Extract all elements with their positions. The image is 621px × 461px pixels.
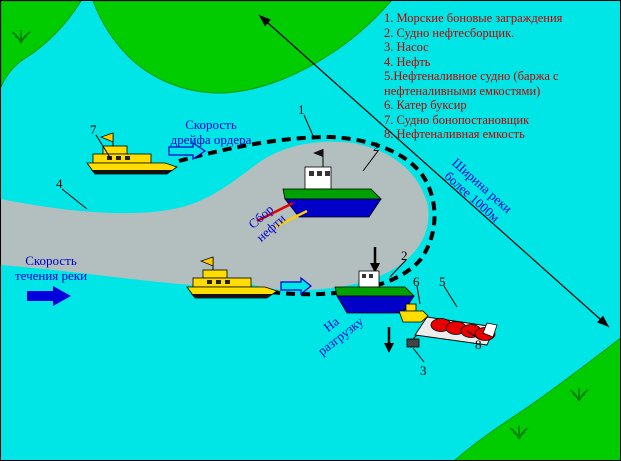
- river-current-label: Скорость течения реки: [5, 253, 97, 284]
- legend-item-3: 3. Насос: [384, 40, 429, 54]
- callout-line-3: [412, 347, 425, 363]
- callout-2: 2: [373, 139, 380, 154]
- callout-2b: 2: [401, 248, 408, 263]
- pump: [406, 334, 420, 348]
- shore-top-left: [1, 1, 82, 88]
- oil-barge: [384, 303, 498, 353]
- callout-4: 4: [56, 176, 63, 191]
- callout-line-8: [466, 330, 480, 340]
- callout-lines: [61, 114, 480, 363]
- tug-boat: [398, 303, 429, 323]
- drift-arrow-icon: [168, 141, 207, 161]
- oil-collector-ship: [256, 149, 382, 229]
- callout-line-6: [416, 285, 421, 305]
- callout-5: 5: [439, 274, 446, 289]
- callout-line-1: [303, 114, 315, 139]
- legend-item-5: 5.Нефтеналивное судно (баржа с нефтенали…: [384, 69, 559, 98]
- drift-speed-line1: Скорость: [185, 117, 237, 132]
- skimmer-boom-yellow: [274, 209, 308, 229]
- callout-line-5: [443, 285, 458, 308]
- river-current-line1: Скорость: [25, 253, 77, 268]
- legend-item-2: 2. Судно нефтесборщик.: [384, 25, 515, 40]
- callout-line-2: [362, 150, 379, 172]
- callout-3: 3: [420, 363, 427, 378]
- skimmer-boom-red: [256, 201, 294, 223]
- callout-7: 7: [90, 122, 97, 137]
- callout-6: 6: [413, 274, 420, 289]
- tow-arrow-icon: [280, 276, 312, 296]
- shore-bottom-right: [454, 337, 620, 460]
- drift-speed-label: Скорость дрейфа ордера: [161, 117, 261, 148]
- legend-item-6: 6. Катер буксир: [384, 98, 467, 112]
- callout-line-2b: [389, 259, 407, 278]
- legend: 1. Морские боновые заграждения 2. Судно …: [384, 11, 616, 142]
- down-arrow-icon: [384, 327, 394, 353]
- oil-collector-ship-2: [334, 247, 415, 314]
- barge-cabin: [482, 322, 498, 338]
- callout-1: 1: [298, 102, 305, 117]
- legend-item-8: 8. Нефтеналивная емкость: [384, 127, 525, 141]
- legend-item-7: 7. Судно бонопостановщик: [384, 112, 530, 127]
- callout-line-4: [61, 188, 88, 210]
- river-width-line: [258, 14, 610, 328]
- legend-item-4: 4. Нефть: [384, 54, 431, 69]
- drift-speed-line2: дрейфа ордера: [170, 132, 252, 148]
- callout-line-7: [95, 134, 112, 160]
- legend-item-1: 1. Морские боновые заграждения: [384, 11, 563, 25]
- down-arrow-icon: [370, 263, 380, 273]
- boom-barrier: [178, 134, 437, 297]
- current-arrow-icon: [27, 286, 71, 306]
- callout-8: 8: [475, 337, 482, 352]
- river-current-line2: течения реки: [14, 268, 88, 284]
- shore-top: [92, 1, 392, 94]
